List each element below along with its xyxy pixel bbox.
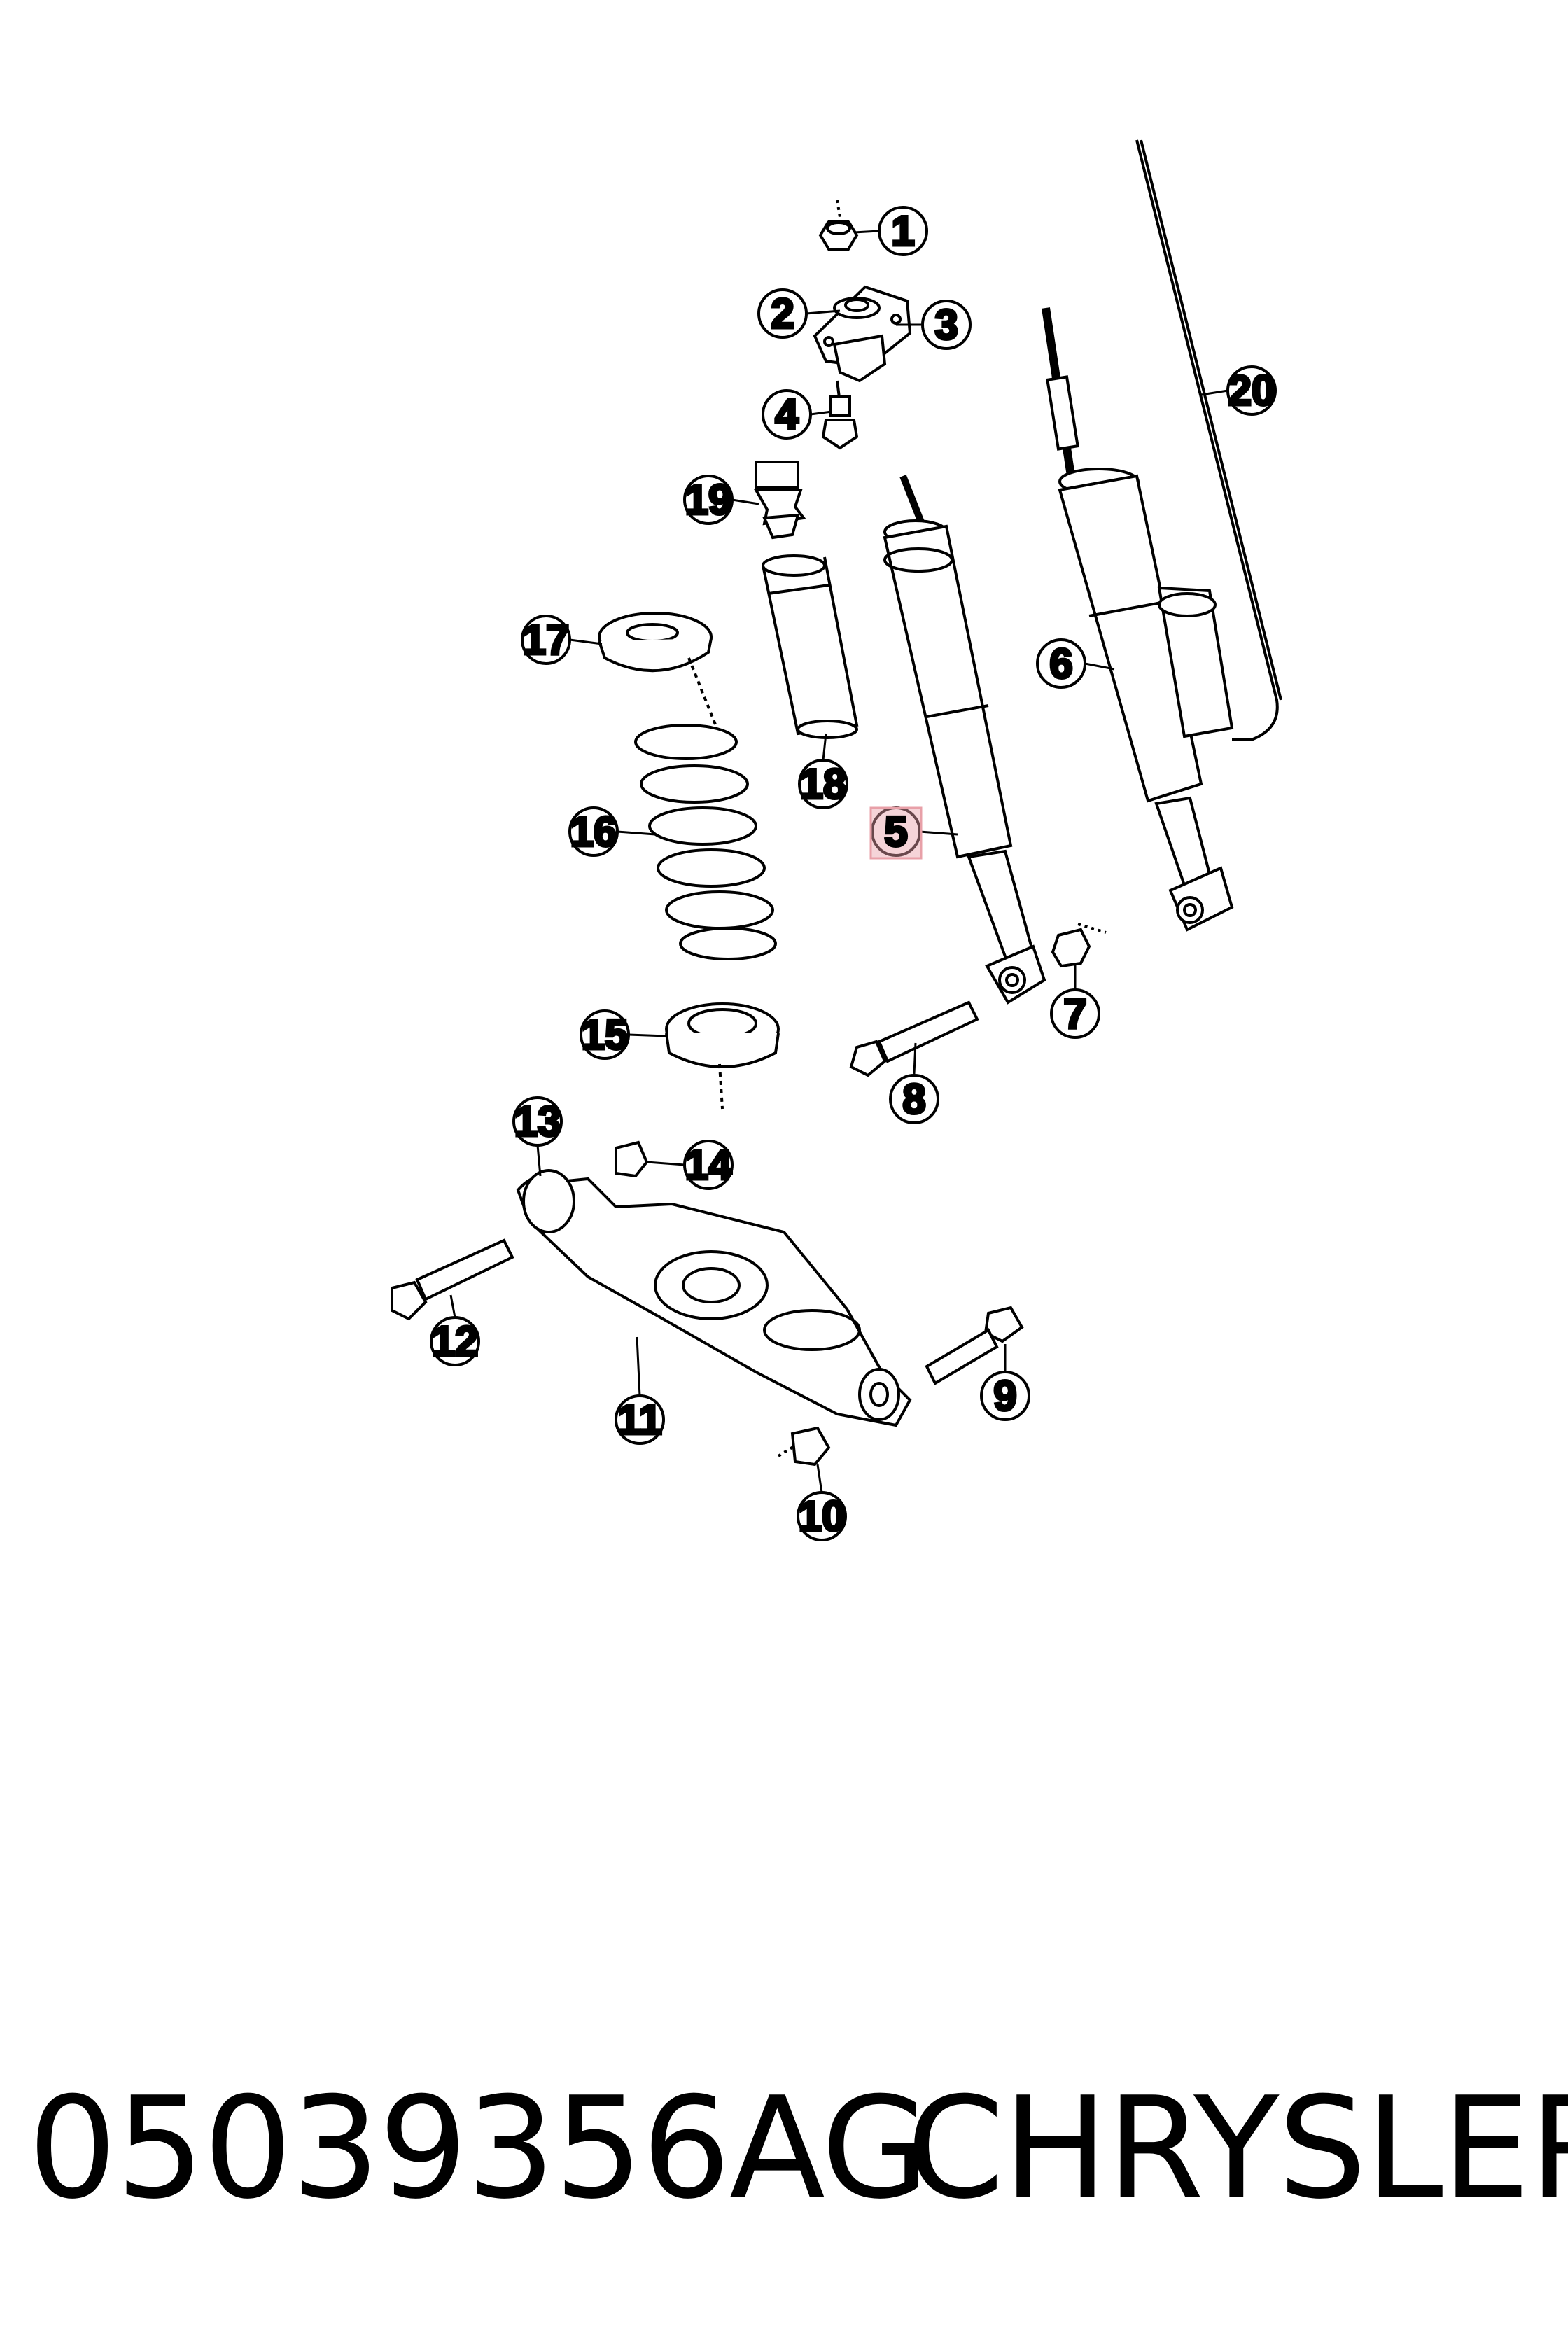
arm-nut-front: [615, 1140, 649, 1178]
svg-text:17: 17: [523, 617, 570, 664]
svg-text:9: 9: [993, 1373, 1016, 1420]
top-nut: [818, 200, 859, 251]
svg-text:19: 19: [685, 477, 732, 524]
callout-8: 8: [889, 1074, 939, 1124]
svg-text:20: 20: [1228, 368, 1275, 414]
callout-18: 18: [798, 759, 848, 809]
shock-nut: [1051, 923, 1107, 968]
shock-bolt: [849, 1000, 979, 1077]
callout-3: 3: [921, 300, 972, 350]
callout-6: 6: [1036, 638, 1086, 689]
callout-19: 19: [683, 475, 734, 525]
highlight-box: [869, 806, 923, 860]
svg-text:6: 6: [1049, 640, 1072, 687]
callout-15: 15: [580, 1009, 630, 1060]
callout-1: 1: [878, 206, 928, 256]
callout-7: 7: [1050, 988, 1100, 1039]
upper-mount: [813, 285, 912, 383]
svg-text:2: 2: [771, 290, 794, 337]
sensor-wire: [1135, 139, 1282, 741]
svg-text:7: 7: [1063, 990, 1086, 1037]
svg-text:8: 8: [902, 1076, 925, 1123]
dust-boot: [762, 554, 859, 739]
leader-lines: [449, 230, 1228, 1493]
svg-text:11: 11: [617, 1396, 662, 1443]
brand-name: CHRYSLER: [906, 2067, 1568, 2230]
callouts: 1 2 3 4 5 6 7 8 9 10 11 12 13 14 15 16 1…: [430, 206, 1277, 1541]
callout-5: 5: [869, 806, 923, 860]
part-number: 05039356AG: [28, 2067, 930, 2230]
callout-9: 9: [980, 1371, 1030, 1421]
lower-control-arm: [516, 1169, 912, 1427]
callout-11: 11: [615, 1394, 665, 1445]
svg-text:4: 4: [775, 391, 799, 438]
svg-text:3: 3: [934, 302, 958, 349]
coil-spring: [634, 724, 777, 960]
callout-12: 12: [430, 1316, 480, 1366]
svg-text:15: 15: [582, 1011, 629, 1058]
callout-10: 10: [797, 1491, 847, 1541]
arm-bolt-left: [391, 1238, 514, 1321]
callout-20: 20: [1226, 365, 1277, 416]
callout-2: 2: [757, 288, 808, 339]
svg-text:10: 10: [799, 1493, 846, 1540]
arm-nut-rear: [777, 1426, 831, 1466]
callout-16: 16: [568, 806, 619, 857]
callout-13: 13: [512, 1096, 563, 1147]
spring-isolator: [598, 612, 718, 729]
svg-text:5: 5: [884, 808, 907, 855]
callout-14: 14: [683, 1140, 734, 1190]
svg-text:18: 18: [800, 761, 847, 808]
exploded-suspension-diagram: 1 2 3 4 5 6 7 8 9 10 11 12 13 14 15 16 1…: [391, 139, 1282, 1541]
svg-text:13: 13: [514, 1098, 561, 1145]
shock-absorber: [883, 475, 1046, 1004]
bump-stop: [753, 461, 806, 540]
svg-text:1: 1: [891, 208, 914, 255]
svg-text:12: 12: [432, 1318, 479, 1365]
mount-bolt: [821, 380, 859, 450]
svg-text:14: 14: [685, 1142, 732, 1189]
arm-bolt-right: [925, 1306, 1024, 1385]
adaptive-strut: [1042, 307, 1234, 932]
callout-4: 4: [762, 389, 812, 440]
svg-text:16: 16: [570, 808, 617, 855]
lower-spring-seat: [665, 1002, 780, 1110]
callout-17: 17: [521, 615, 571, 665]
